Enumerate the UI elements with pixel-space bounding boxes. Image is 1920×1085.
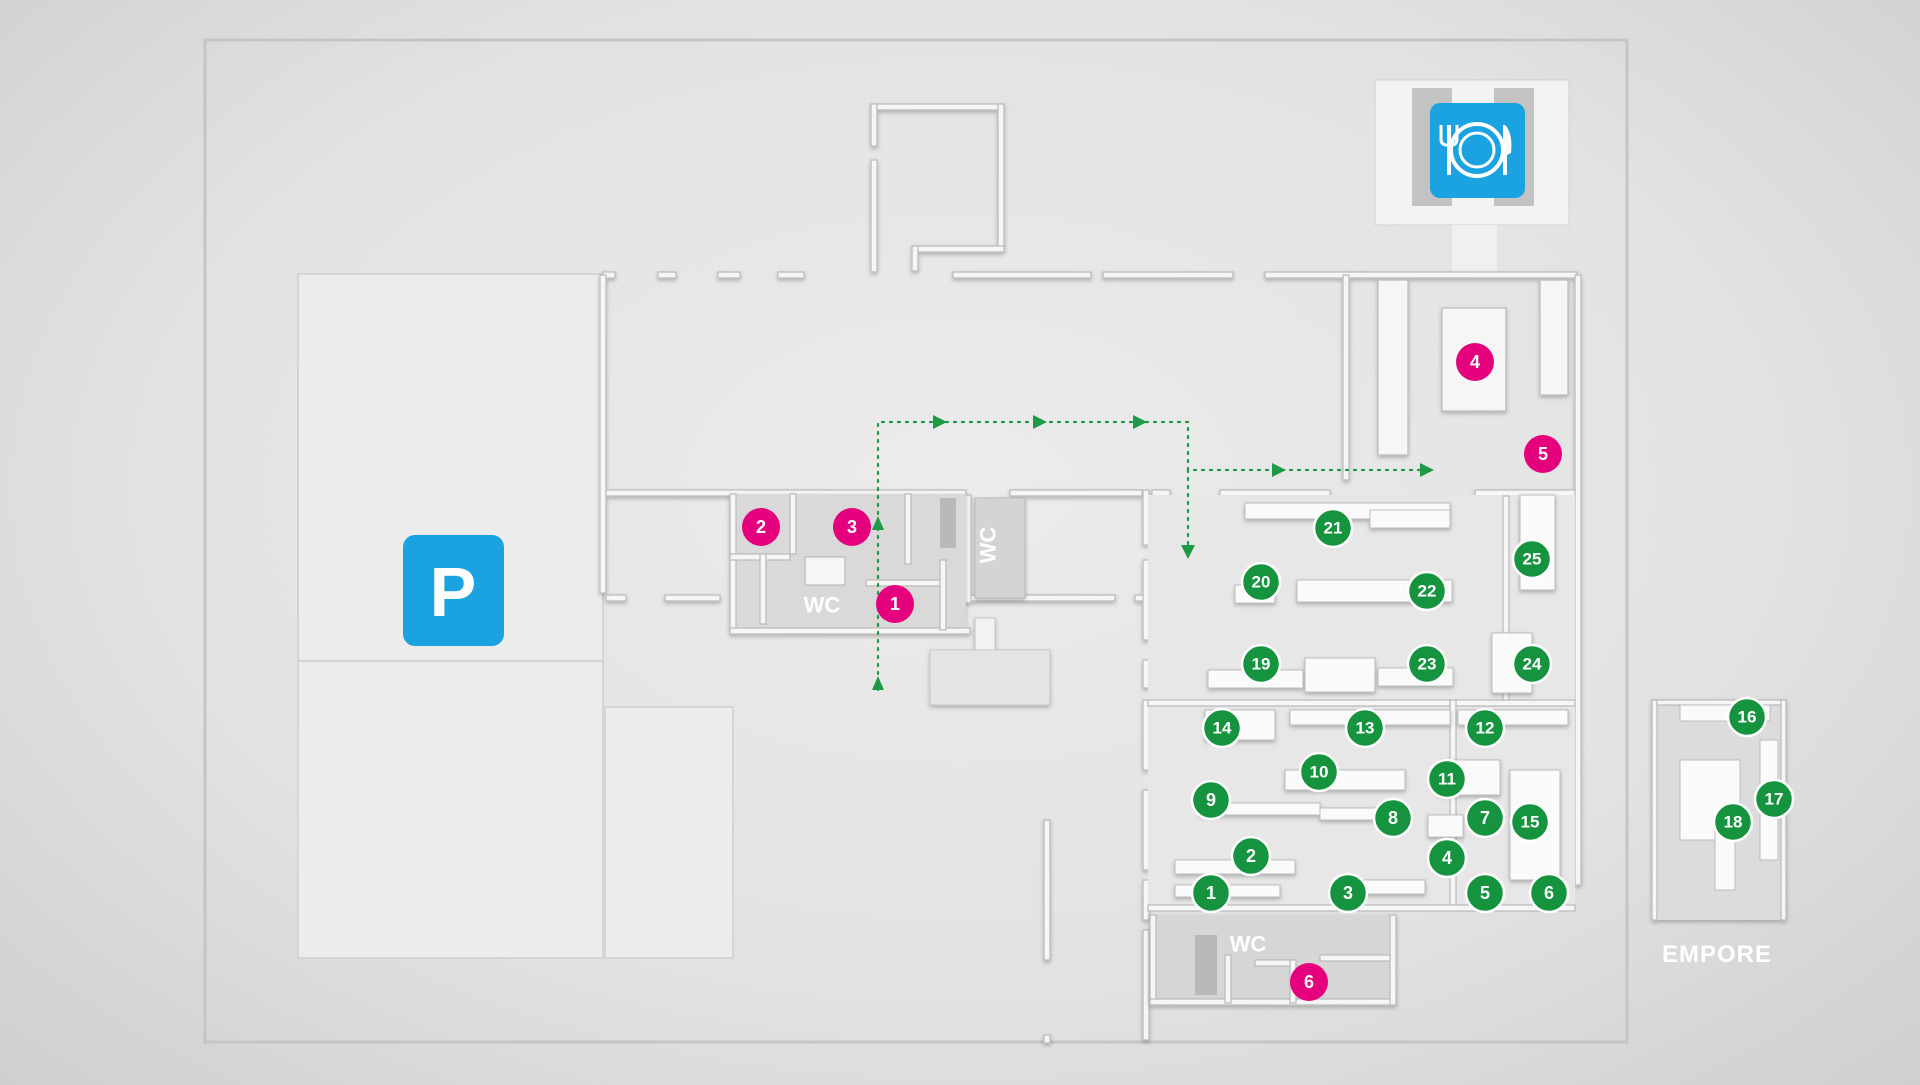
info-marker[interactable]: 6 bbox=[1290, 963, 1328, 1001]
courtyard-building bbox=[870, 103, 1005, 273]
station-marker[interactable]: 10 bbox=[1298, 751, 1340, 793]
svg-text:6: 6 bbox=[1304, 972, 1314, 992]
svg-text:4: 4 bbox=[1470, 352, 1480, 372]
station-marker[interactable]: 24 bbox=[1511, 643, 1553, 685]
site-boundary bbox=[203, 38, 1629, 1044]
station-marker[interactable]: 19 bbox=[1240, 643, 1282, 685]
svg-text:19: 19 bbox=[1252, 655, 1271, 674]
info-marker[interactable]: 1 bbox=[876, 585, 914, 623]
station-marker[interactable]: 9 bbox=[1190, 779, 1232, 821]
svg-text:2: 2 bbox=[756, 517, 766, 537]
parking-label: P bbox=[430, 553, 477, 631]
svg-text:1: 1 bbox=[890, 594, 900, 614]
svg-text:16: 16 bbox=[1738, 708, 1757, 727]
svg-text:1: 1 bbox=[1206, 883, 1216, 903]
svg-text:5: 5 bbox=[1538, 444, 1548, 464]
svg-text:23: 23 bbox=[1418, 655, 1437, 674]
station-marker[interactable]: 3 bbox=[1327, 872, 1369, 914]
parking-icon[interactable]: P bbox=[403, 535, 504, 646]
svg-text:21: 21 bbox=[1324, 519, 1343, 538]
wc-label-lower: WC bbox=[1230, 932, 1267, 957]
svg-text:4: 4 bbox=[1442, 848, 1452, 868]
svg-text:22: 22 bbox=[1418, 582, 1437, 601]
station-marker[interactable]: 13 bbox=[1344, 707, 1386, 749]
station-marker[interactable]: 5 bbox=[1464, 872, 1506, 914]
svg-text:11: 11 bbox=[1438, 770, 1456, 789]
station-marker[interactable]: 7 bbox=[1464, 797, 1506, 839]
svg-text:14: 14 bbox=[1213, 719, 1232, 738]
restaurant-area bbox=[1374, 79, 1570, 277]
svg-text:3: 3 bbox=[1343, 883, 1353, 903]
station-marker[interactable]: 22 bbox=[1406, 570, 1448, 612]
station-marker[interactable]: 8 bbox=[1372, 797, 1414, 839]
station-marker[interactable]: 12 bbox=[1464, 707, 1506, 749]
svg-text:25: 25 bbox=[1523, 550, 1542, 569]
route-path bbox=[872, 415, 1434, 692]
station-marker[interactable]: 18 bbox=[1712, 801, 1754, 843]
station-marker[interactable]: 16 bbox=[1726, 696, 1768, 738]
station-marker[interactable]: 6 bbox=[1528, 872, 1570, 914]
svg-text:15: 15 bbox=[1521, 813, 1540, 832]
svg-text:3: 3 bbox=[847, 517, 857, 537]
info-marker[interactable]: 4 bbox=[1456, 343, 1494, 381]
station-marker[interactable]: 15 bbox=[1509, 801, 1551, 843]
station-marker[interactable]: 2 bbox=[1230, 835, 1272, 877]
station-marker[interactable]: 14 bbox=[1201, 707, 1243, 749]
station-marker[interactable]: 25 bbox=[1511, 538, 1553, 580]
production-hall bbox=[1147, 495, 1576, 912]
info-markers: 1 2 3 4 5 6 bbox=[742, 343, 1562, 1001]
station-marker[interactable]: 17 bbox=[1753, 778, 1795, 820]
station-marker[interactable]: 4 bbox=[1426, 837, 1468, 879]
svg-text:7: 7 bbox=[1480, 808, 1490, 828]
station-marker[interactable]: 21 bbox=[1312, 507, 1354, 549]
info-marker[interactable]: 5 bbox=[1524, 435, 1562, 473]
info-marker[interactable]: 3 bbox=[833, 508, 871, 546]
parking-area bbox=[297, 273, 734, 959]
svg-text:6: 6 bbox=[1544, 883, 1554, 903]
svg-text:2: 2 bbox=[1246, 846, 1256, 866]
svg-text:12: 12 bbox=[1476, 719, 1495, 738]
station-marker[interactable]: 20 bbox=[1240, 561, 1282, 603]
wc-label-left: WC bbox=[804, 593, 841, 618]
svg-text:24: 24 bbox=[1523, 655, 1542, 674]
wc-label-center: WC bbox=[976, 527, 1001, 564]
station-marker[interactable]: 11 bbox=[1426, 758, 1468, 800]
restaurant-icon[interactable] bbox=[1430, 103, 1525, 198]
svg-text:20: 20 bbox=[1252, 573, 1271, 592]
station-markers: 1 2 3 4 5 6 7 8 9 10 11 12 13 14 15 16 1… bbox=[1190, 507, 1795, 914]
main-building-walls bbox=[599, 271, 1582, 1044]
svg-text:9: 9 bbox=[1206, 790, 1216, 810]
empore-label: EMPORE bbox=[1662, 941, 1772, 968]
svg-text:17: 17 bbox=[1765, 790, 1784, 809]
svg-text:10: 10 bbox=[1310, 763, 1329, 782]
station-marker[interactable]: 23 bbox=[1406, 643, 1448, 685]
svg-text:5: 5 bbox=[1480, 883, 1490, 903]
svg-text:18: 18 bbox=[1724, 813, 1743, 832]
station-marker[interactable]: 1 bbox=[1190, 872, 1232, 914]
svg-text:8: 8 bbox=[1388, 808, 1398, 828]
info-marker[interactable]: 2 bbox=[742, 508, 780, 546]
lower-service-block: WC bbox=[1149, 914, 1397, 1006]
svg-text:13: 13 bbox=[1356, 719, 1375, 738]
